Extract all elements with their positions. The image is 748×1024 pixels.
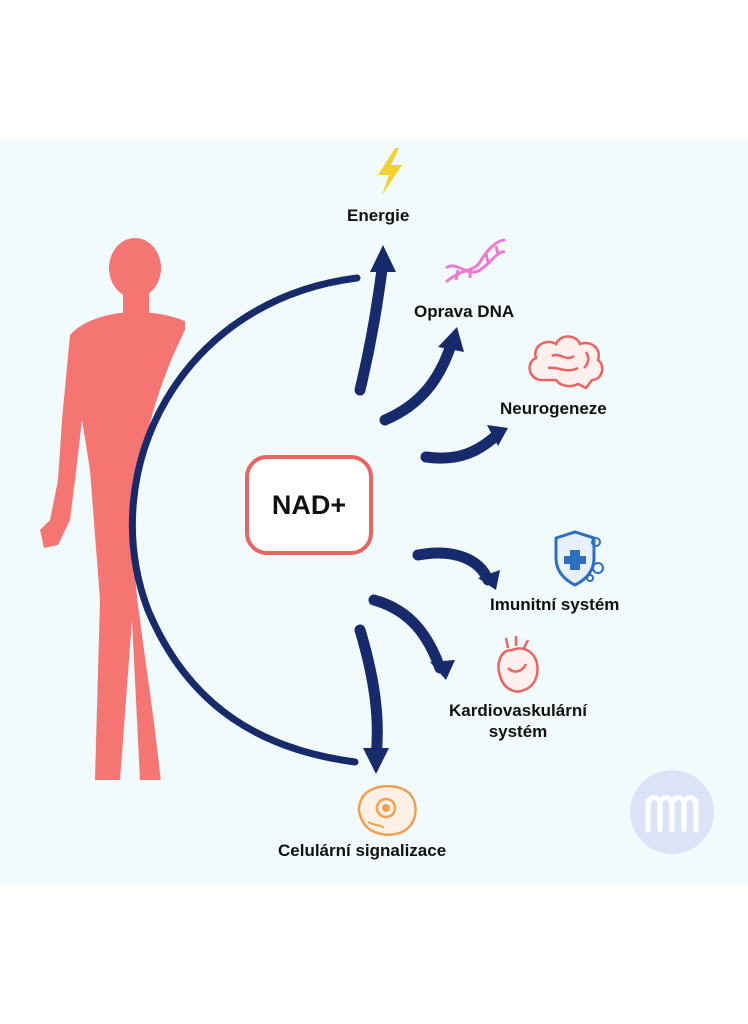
label-celularni-signalizace: Celulární signalizace	[278, 841, 447, 860]
arrowhead-energie	[370, 245, 396, 272]
arrowhead-cardio	[430, 660, 455, 680]
arrow-energie	[354, 256, 389, 396]
heart-icon	[497, 636, 539, 693]
label-imunitni-system: Imunitní systém	[490, 595, 620, 614]
main-arc	[129, 274, 361, 766]
arrow-immune	[412, 547, 494, 586]
dna-icon	[445, 238, 506, 284]
arrowhead-dna	[438, 327, 464, 352]
arrowhead-neuro	[487, 425, 508, 446]
lightning-icon	[378, 148, 402, 195]
nad-center-box: NAD+	[245, 455, 373, 555]
label-kardiovaskularni-system: Kardiovaskulární systém	[449, 701, 587, 741]
arrow-neuro	[420, 429, 503, 464]
label-energie: Energie	[347, 206, 410, 225]
brain-icon	[528, 335, 604, 390]
human-body-icon	[40, 238, 185, 780]
arrow-cardio	[368, 594, 446, 674]
nad-label: NAD+	[271, 489, 347, 520]
arrow-cell	[354, 624, 383, 763]
cell-icon	[357, 785, 417, 836]
arrowhead-cell	[363, 748, 389, 774]
label-oprava-dna: Oprava DNA	[414, 302, 515, 321]
arrowhead-immune	[478, 570, 500, 590]
arrow-dna	[379, 336, 458, 426]
immune-shield-icon	[554, 530, 604, 587]
label-neurogeneze: Neurogeneze	[500, 399, 607, 418]
logo-icon	[630, 770, 714, 854]
